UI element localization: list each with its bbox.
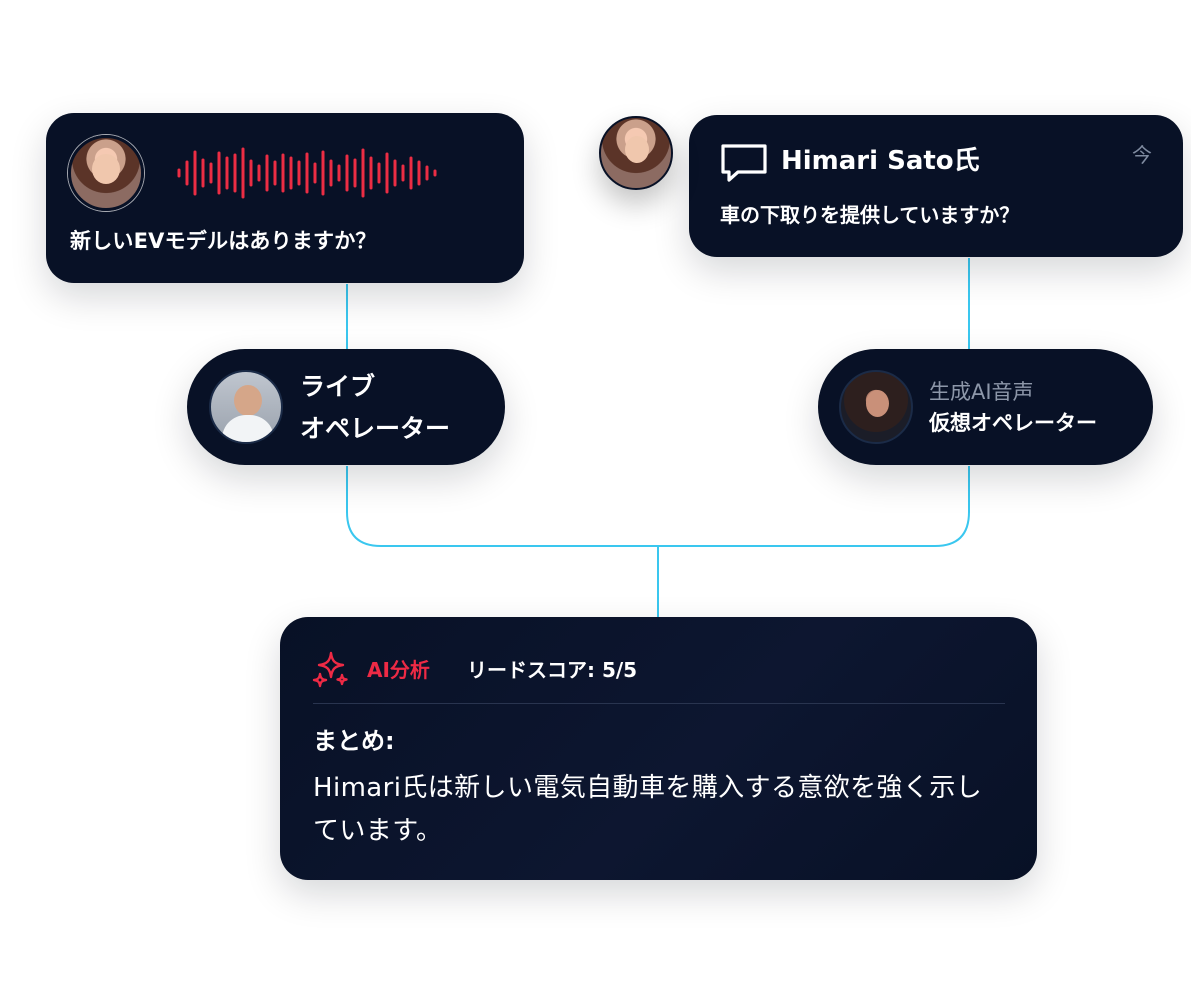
sparkle-icon <box>312 651 348 688</box>
live-operator-title-line-1: ライブ <box>300 372 376 401</box>
live-operator-title-line-2: オペレーター <box>300 414 451 443</box>
ai-operator-pill: 生成AI音声 仮想オペレーター <box>818 349 1153 465</box>
chat-message-text: 車の下取りを提供していますか？ <box>720 203 1020 227</box>
operators-to-analysis-connector <box>346 466 970 617</box>
customer-avatar <box>68 135 144 211</box>
male-operator-avatar <box>209 370 283 444</box>
summary-text: Himari氏は新しい電気自動車を購入する意欲を強く示しています。 <box>313 773 983 846</box>
chat-message-card: Himari Sato氏 今 車の下取りを提供していますか？ <box>689 115 1183 257</box>
ai-analysis-card: AI分析 リードスコア: 5/5 まとめ: Himari氏は新しい電気自動車を購… <box>280 617 1037 880</box>
voice-message-card: 新しいEVモデルはありますか？ <box>46 113 524 283</box>
analysis-divider <box>313 703 1005 704</box>
message-time: 今 <box>1132 143 1152 167</box>
customer-name: Himari Sato氏 <box>781 146 980 176</box>
customer-avatar-face <box>92 154 120 184</box>
chat-customer-avatar <box>599 116 673 190</box>
summary-label: まとめ: <box>313 727 395 755</box>
ai-operator-title: 仮想オペレーター <box>929 411 1097 435</box>
voice-message-text: 新しいEVモデルはありますか？ <box>70 229 377 253</box>
female-ai-operator-avatar <box>839 370 913 444</box>
speech-bubble-icon <box>721 144 767 182</box>
ai-analysis-label: AI分析 <box>367 658 430 682</box>
male-operator-avatar-head <box>234 385 262 416</box>
live-operator-pill: ライブ オペレーター <box>187 349 505 465</box>
male-operator-avatar-body <box>222 415 274 442</box>
ai-operator-label: 生成AI音声 <box>929 380 1034 404</box>
audio-waveform-icon <box>177 147 437 199</box>
lead-score: リードスコア: 5/5 <box>467 658 638 682</box>
chat-customer-avatar-face <box>625 136 649 163</box>
female-ai-operator-avatar-face <box>866 390 889 417</box>
